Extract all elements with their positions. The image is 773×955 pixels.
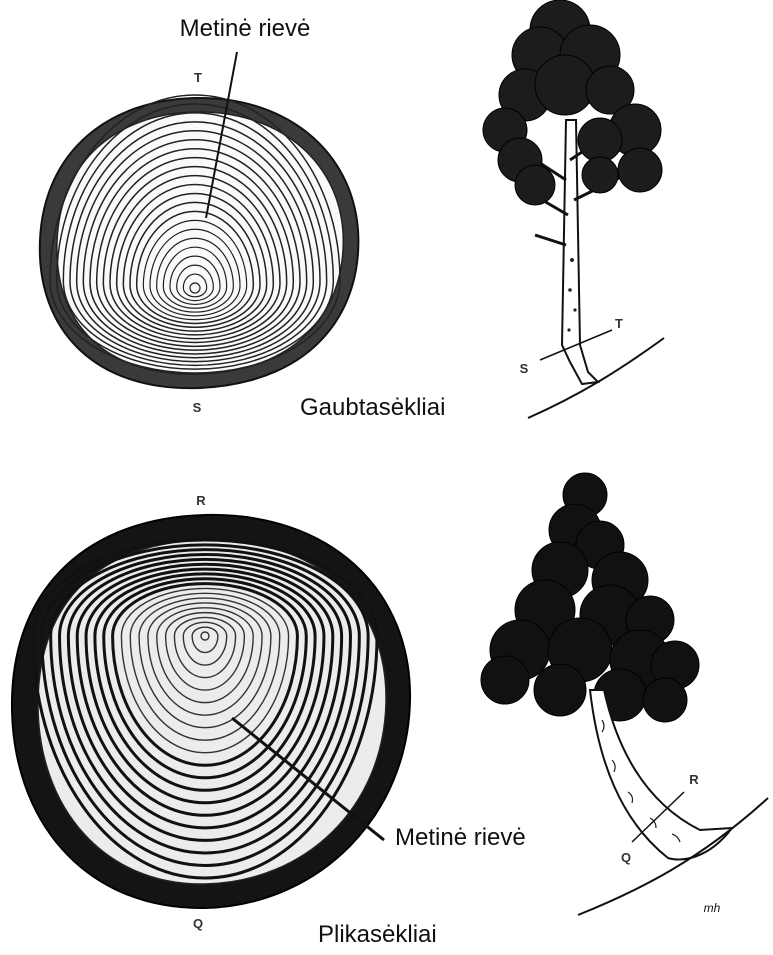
foliage-clump	[515, 165, 555, 205]
bottom-tree-foliage	[481, 473, 699, 722]
bottom-marker-r: R	[196, 493, 206, 508]
bottom-caption: Plikasėkliai	[318, 921, 437, 948]
foliage-clump	[582, 157, 618, 193]
bottom-tree-marker-r: R	[689, 772, 699, 787]
top-tree-marker-t: T	[615, 316, 623, 331]
bottom-marker-q: Q	[193, 916, 203, 931]
top-ground-line	[528, 338, 664, 418]
top-ring-label: Metinė rievė	[180, 15, 311, 42]
top-marker-t: T	[194, 70, 202, 85]
top-marker-s: S	[193, 400, 202, 415]
artist-signature: mh	[704, 901, 721, 915]
foliage-clump	[578, 118, 622, 162]
top-cross-section	[40, 52, 359, 388]
bottom-ring-label: Metinė rievė	[395, 824, 526, 851]
foliage-clump	[534, 664, 586, 716]
foliage-clump	[535, 55, 595, 115]
bottom-tree-marker-q: Q	[621, 850, 631, 865]
top-tree	[483, 0, 664, 418]
top-tree-marker-s: S	[520, 361, 529, 376]
bottom-cross-section	[12, 515, 410, 908]
foliage-clump	[643, 678, 687, 722]
top-caption: Gaubtasėkliai	[300, 394, 445, 421]
foliage-clump	[481, 656, 529, 704]
foliage-clump	[618, 148, 662, 192]
